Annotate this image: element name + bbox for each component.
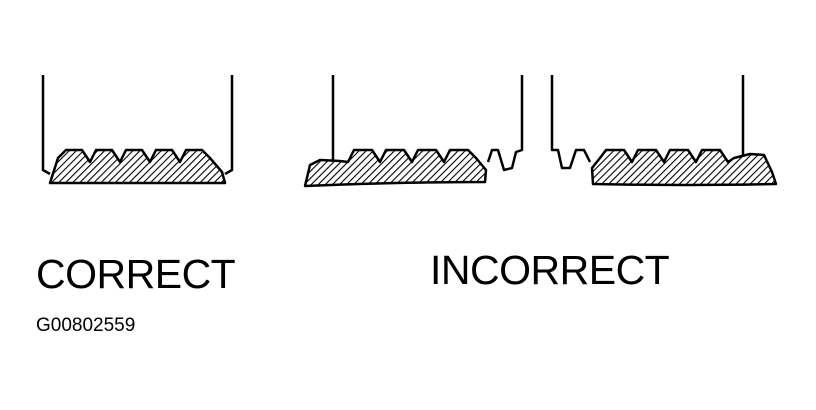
correct-pulley-groove (41, 75, 234, 176)
correct-belt (48, 148, 227, 185)
incorrect-belt-assembly-left (303, 75, 524, 188)
incorrect-left-belt (303, 148, 488, 188)
correct-belt-assembly (41, 75, 234, 185)
incorrect-right-belt (590, 148, 778, 187)
correct-label: CORRECT (36, 251, 236, 297)
incorrect-label: INCORRECT (430, 247, 670, 293)
incorrect-belt-assembly-right (550, 75, 778, 187)
figure-id-label: G00802559 (36, 315, 136, 336)
